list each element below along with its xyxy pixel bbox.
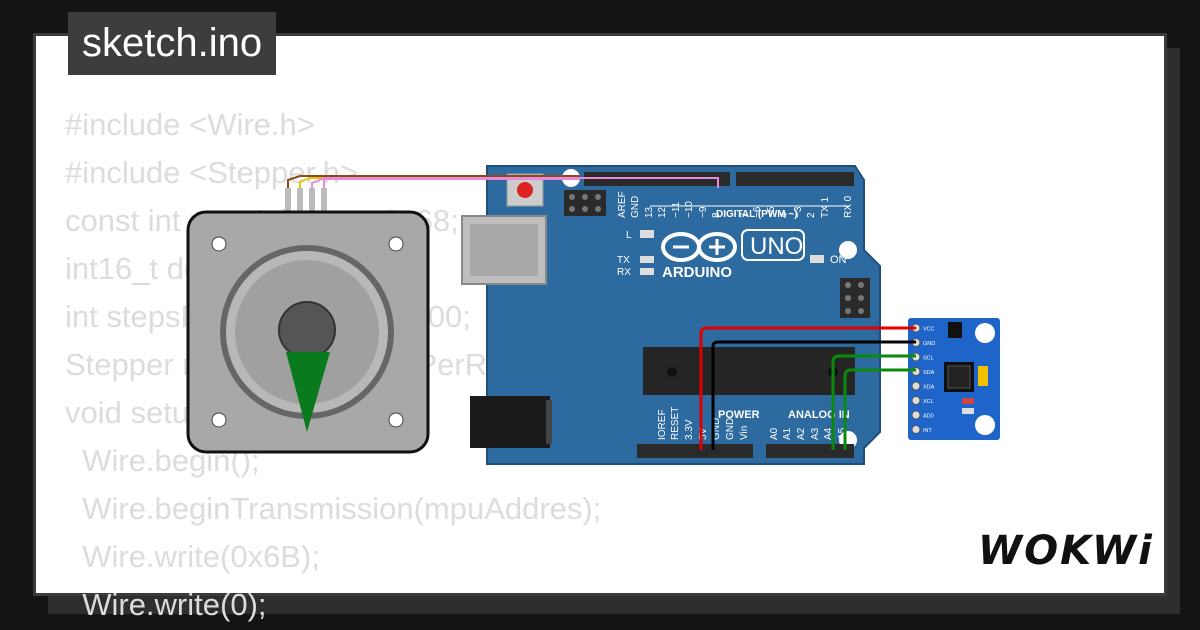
mpu-pin[interactable] xyxy=(911,410,921,420)
digital-header-right xyxy=(736,172,854,186)
mount-hole xyxy=(839,241,857,259)
analog-pin-label: A1 xyxy=(782,427,793,440)
mpu-pin[interactable] xyxy=(911,381,921,391)
wires xyxy=(287,175,916,450)
wire-scl xyxy=(831,354,916,450)
digital-pin-label: ~5 xyxy=(766,206,777,218)
power-pin-label: Vin xyxy=(739,426,750,440)
mpu-pin-label: XCL xyxy=(923,399,934,405)
power-jack xyxy=(470,396,550,448)
mpu-pin[interactable] xyxy=(911,396,921,405)
digital-header-label: DIGITAL (PWM ~) xyxy=(716,209,798,220)
digital-pin-label: ~3 xyxy=(793,206,804,218)
stepper-direction-arrow xyxy=(286,352,330,432)
stepper-shaft xyxy=(278,301,336,359)
digital-pin-label: AREF xyxy=(617,191,628,218)
mpu-pin-label: INT xyxy=(923,428,933,434)
analog-pin-label: A0 xyxy=(769,427,780,440)
analog-pin-label: A3 xyxy=(810,427,821,440)
file-tab[interactable]: sketch.ino xyxy=(68,12,277,75)
digital-pin-label: ~11 xyxy=(671,201,682,218)
uno-badge xyxy=(741,229,805,261)
power-header xyxy=(637,444,753,458)
led-on xyxy=(810,255,824,263)
digital-pin-label: TX 1 xyxy=(820,196,831,218)
led-l-label: L xyxy=(626,230,632,241)
board-brand: ARDUINO xyxy=(662,264,732,281)
led-rx-label: RX xyxy=(617,267,631,278)
digital-pin-label: GND xyxy=(630,196,641,218)
digital-pin-label: ~6 xyxy=(752,206,763,218)
digital-pin-label: ~10 xyxy=(684,201,695,218)
code-line: #include <Stepper.h> xyxy=(65,155,359,190)
icsp-header-2 xyxy=(840,278,870,318)
led-tx xyxy=(640,256,654,263)
led-tx-label: TX xyxy=(617,255,630,266)
code-line: #include <Wire.h> xyxy=(65,107,315,142)
code-line: Wire.write(0); xyxy=(65,587,267,622)
wire-gnd xyxy=(711,340,916,450)
mpu-pin-label: VCC xyxy=(923,327,935,333)
power-pin-label: 3.3V xyxy=(684,419,695,440)
led-on-label: ON xyxy=(830,254,847,266)
led-l xyxy=(640,230,654,238)
analog-pin-label: A5 xyxy=(837,427,848,440)
code-line: Wire.beginTransmission(mpuAddres); xyxy=(65,491,602,526)
digital-pin-label: ~9 xyxy=(698,206,709,218)
atmega-chip xyxy=(643,347,855,395)
mpu-pin-label: SCL xyxy=(923,356,934,362)
wokwi-logo: WOKWi xyxy=(978,528,1154,574)
power-pin-label: GND xyxy=(711,418,722,440)
code-line: Wire.write(0x6B); xyxy=(65,539,320,574)
board-model: UNO xyxy=(750,233,803,260)
power-pin-label: RESET xyxy=(670,407,681,440)
mpu-pin-label: GND xyxy=(923,341,935,347)
mpu-pin-label: AD0 xyxy=(923,414,934,420)
analog-header-label: ANALOG IN xyxy=(788,409,850,421)
mpu-pin-label: XDA xyxy=(923,385,935,391)
analog-pin-label: A4 xyxy=(823,427,834,440)
mpu-pin-label: SDA xyxy=(923,370,935,376)
stepper-motor[interactable] xyxy=(186,188,430,454)
arduino-logo xyxy=(661,232,737,262)
led-rx xyxy=(640,268,654,275)
power-header-label: POWER xyxy=(718,409,760,421)
power-pin-label: 5V xyxy=(698,427,709,440)
wire-vcc xyxy=(699,326,916,450)
analog-pin-label: A2 xyxy=(796,427,807,440)
digital-pin-label: 12 xyxy=(657,206,668,218)
digital-pin-label: 2 xyxy=(806,212,817,218)
power-pin-label: GND xyxy=(725,418,736,440)
digital-pin-label: 4 xyxy=(779,212,790,218)
mpu-pin[interactable] xyxy=(911,425,921,434)
digital-pin-label: 13 xyxy=(644,206,655,218)
digital-pin-label: 8 xyxy=(711,212,722,218)
wire-sda xyxy=(843,368,916,450)
power-pin-label: IOREF xyxy=(657,409,668,440)
analog-header xyxy=(766,444,854,458)
digital-pin-label: RX 0 xyxy=(843,195,854,218)
icsp-header xyxy=(564,190,606,216)
digital-pin-label: 7 xyxy=(739,212,750,218)
